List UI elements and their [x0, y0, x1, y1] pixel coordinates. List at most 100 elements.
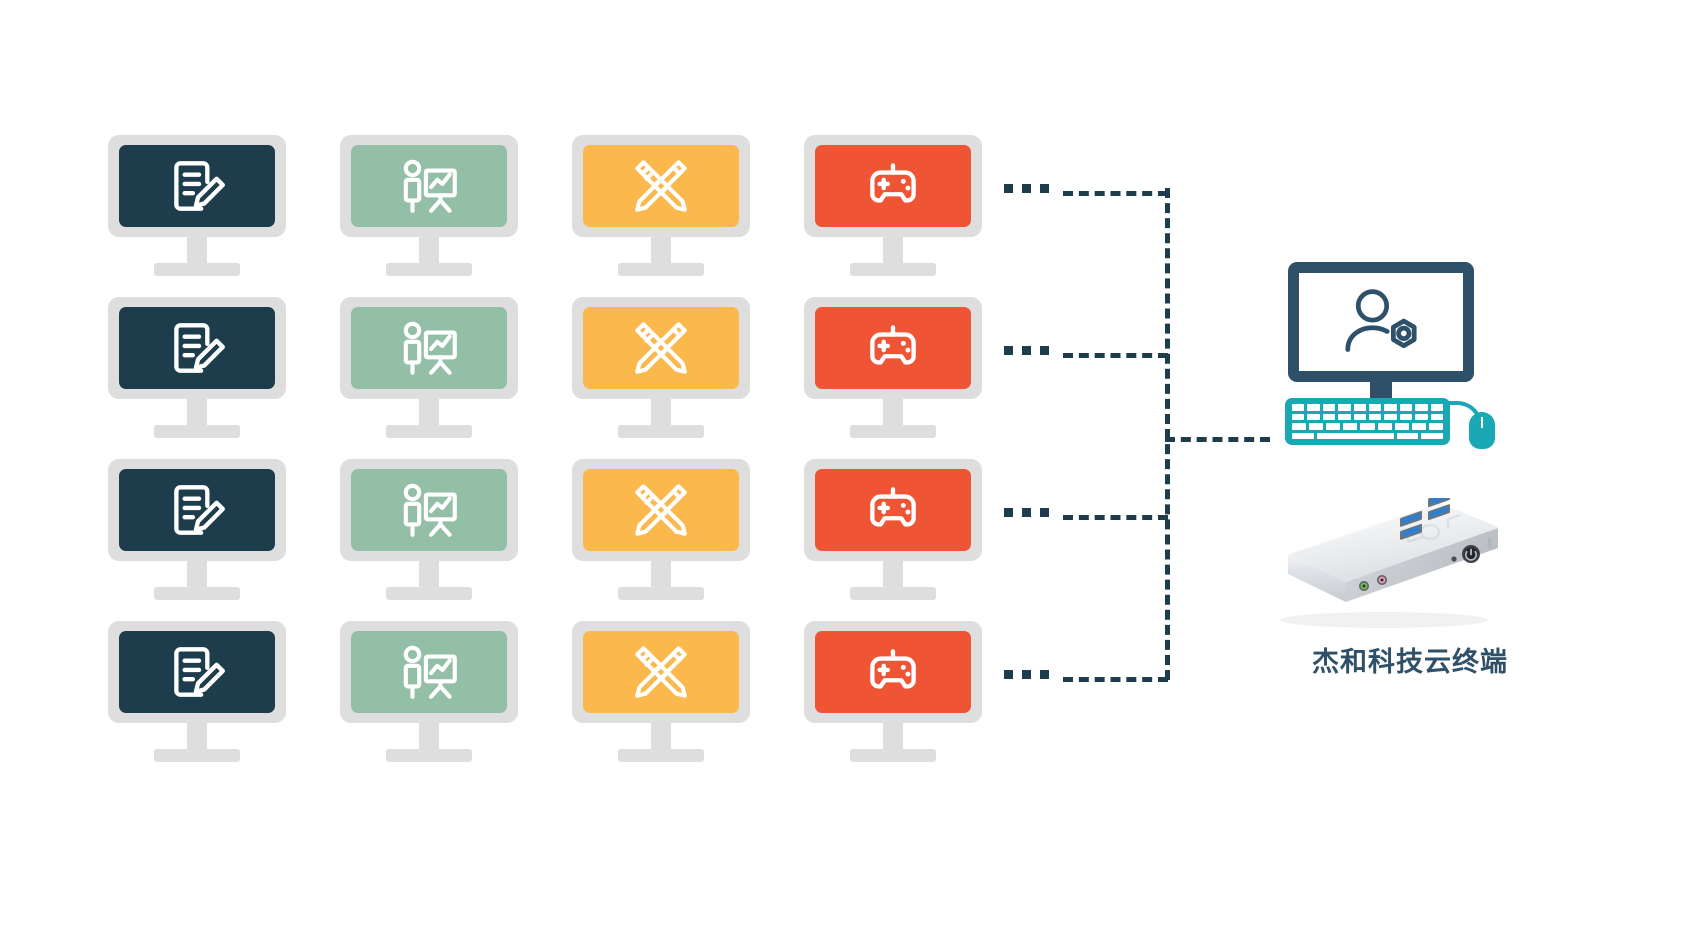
- server-workstation[interactable]: [1285, 262, 1495, 449]
- monitor-neck: [187, 723, 207, 749]
- monitor-bezel: [804, 135, 982, 237]
- client-terminal-gaming-1[interactable]: [804, 135, 982, 276]
- monitor-neck: [883, 237, 903, 263]
- monitor-screen: [583, 307, 739, 389]
- monitor-base: [154, 425, 240, 438]
- client-terminal-gaming-2[interactable]: [804, 297, 982, 438]
- monitor-neck: [419, 723, 439, 749]
- monitor-base: [850, 587, 936, 600]
- monitor-base: [850, 749, 936, 762]
- admin-monitor-screen: [1288, 262, 1474, 382]
- monitor-bezel: [340, 621, 518, 723]
- monitor-neck: [651, 237, 671, 263]
- ruler-pencil-icon: [635, 484, 687, 536]
- client-terminal-design-3[interactable]: [572, 459, 750, 600]
- monitor-neck: [419, 399, 439, 425]
- document-edit-icon: [174, 161, 225, 211]
- ellipsis-dot: [1004, 346, 1013, 355]
- monitor-neck: [883, 723, 903, 749]
- monitor-base: [154, 749, 240, 762]
- presentation-chart-icon: [403, 645, 457, 699]
- monitor-neck: [187, 237, 207, 263]
- monitor-screen: [351, 631, 507, 713]
- client-terminal-office-4[interactable]: [108, 621, 286, 762]
- monitor-bezel: [804, 459, 982, 561]
- connector-branch-4: [1063, 677, 1168, 682]
- monitor-bezel: [572, 297, 750, 399]
- monitor-neck: [419, 561, 439, 587]
- presentation-chart-icon: [403, 483, 457, 537]
- monitor-bezel: [572, 135, 750, 237]
- ellipsis-dot: [1004, 670, 1013, 679]
- connector-trunk: [1165, 188, 1170, 680]
- monitor-bezel: [108, 135, 286, 237]
- client-terminal-design-4[interactable]: [572, 621, 750, 762]
- connector-branch-3: [1063, 515, 1168, 520]
- monitor-bezel: [340, 135, 518, 237]
- ruler-pencil-icon: [635, 646, 687, 698]
- connector-to-server: [1165, 437, 1270, 442]
- keyboard-row: [1292, 423, 1443, 430]
- document-edit-icon: [174, 485, 225, 535]
- ruler-pencil-icon: [635, 160, 687, 212]
- monitor-screen: [583, 145, 739, 227]
- ellipsis-dot: [1040, 670, 1049, 679]
- monitor-neck: [651, 723, 671, 749]
- monitor-screen: [351, 145, 507, 227]
- monitor-bezel: [108, 621, 286, 723]
- monitor-base: [618, 587, 704, 600]
- monitor-bezel: [572, 621, 750, 723]
- client-terminal-presentation-4[interactable]: [340, 621, 518, 762]
- keyboard-icon[interactable]: [1285, 398, 1450, 445]
- monitor-bezel: [804, 297, 982, 399]
- client-terminal-gaming-3[interactable]: [804, 459, 982, 600]
- admin-monitor-neck: [1370, 382, 1392, 402]
- monitor-neck: [187, 561, 207, 587]
- monitor-screen: [119, 631, 275, 713]
- client-terminal-design-2[interactable]: [572, 297, 750, 438]
- mouse-icon[interactable]: [1469, 412, 1495, 449]
- row-ellipsis-2: [1004, 346, 1049, 355]
- monitor-screen: [351, 307, 507, 389]
- monitor-bezel: [340, 459, 518, 561]
- client-terminal-design-1[interactable]: [572, 135, 750, 276]
- monitor-neck: [651, 561, 671, 587]
- monitor-base: [386, 749, 472, 762]
- keyboard-row: [1292, 432, 1443, 439]
- monitor-neck: [651, 399, 671, 425]
- monitor-base: [154, 263, 240, 276]
- client-terminal-office-2[interactable]: [108, 297, 286, 438]
- mini-pc-icon[interactable]: [1258, 491, 1503, 638]
- game-controller-icon: [870, 325, 916, 365]
- monitor-base: [386, 587, 472, 600]
- client-terminal-office-3[interactable]: [108, 459, 286, 600]
- row-ellipsis-1: [1004, 184, 1049, 193]
- monitor-screen: [583, 469, 739, 551]
- client-terminal-gaming-4[interactable]: [804, 621, 982, 762]
- ellipsis-dot: [1040, 184, 1049, 193]
- client-terminal-presentation-1[interactable]: [340, 135, 518, 276]
- user-settings-icon: [1345, 289, 1417, 352]
- game-controller-icon: [870, 649, 916, 689]
- monitor-screen: [119, 469, 275, 551]
- monitor-screen: [583, 631, 739, 713]
- monitor-screen: [815, 469, 971, 551]
- monitor-neck: [187, 399, 207, 425]
- monitor-neck: [883, 399, 903, 425]
- monitor-base: [850, 425, 936, 438]
- client-terminal-presentation-2[interactable]: [340, 297, 518, 438]
- connector-branch-2: [1063, 353, 1168, 358]
- monitor-screen: [815, 145, 971, 227]
- ellipsis-dot: [1022, 508, 1031, 517]
- ellipsis-dot: [1022, 184, 1031, 193]
- monitor-bezel: [804, 621, 982, 723]
- ellipsis-dot: [1040, 508, 1049, 517]
- monitor-screen: [815, 631, 971, 713]
- mini-pc-illustration: [1280, 491, 1499, 628]
- port-cluster: [1359, 491, 1492, 591]
- client-terminal-presentation-3[interactable]: [340, 459, 518, 600]
- peripherals: [1285, 398, 1495, 449]
- client-terminal-office-1[interactable]: [108, 135, 286, 276]
- monitor-bezel: [108, 459, 286, 561]
